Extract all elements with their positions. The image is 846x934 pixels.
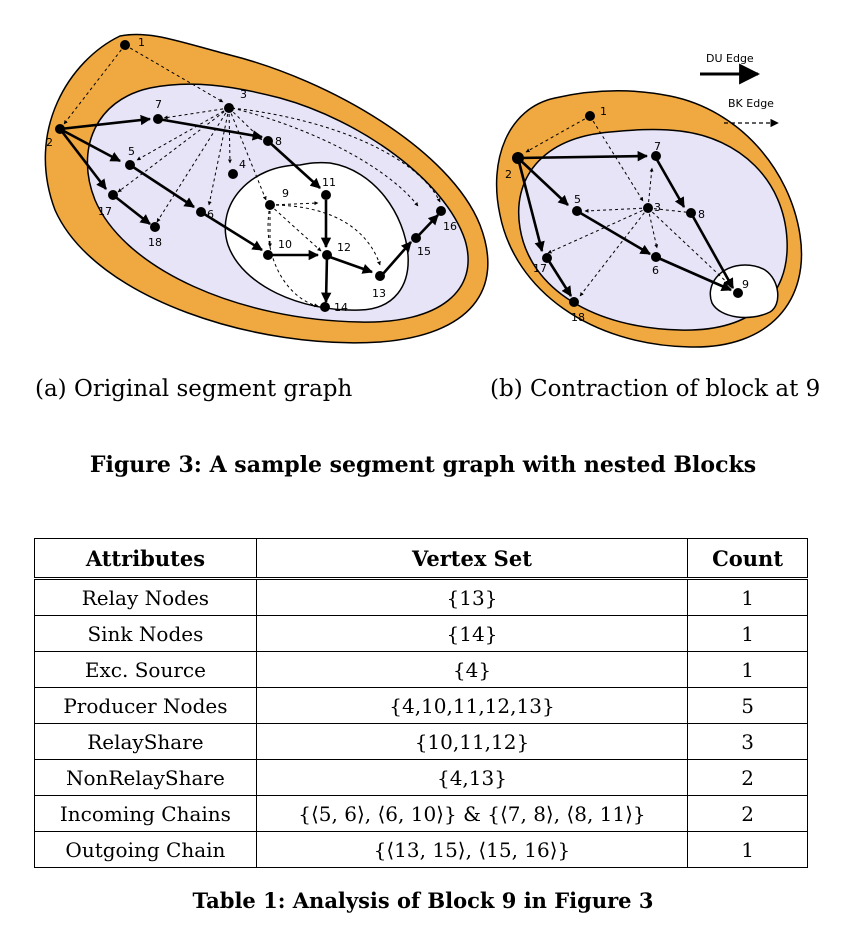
attribute-cell: Incoming Chains bbox=[34, 795, 257, 832]
node-label: 15 bbox=[417, 245, 431, 258]
count-cell: 1 bbox=[687, 615, 808, 652]
count-cell: 1 bbox=[687, 651, 808, 688]
attribute-cell: Producer Nodes bbox=[34, 687, 257, 724]
node-label: 7 bbox=[654, 140, 661, 153]
node-label: 6 bbox=[207, 208, 214, 221]
count-cell: 2 bbox=[687, 759, 808, 796]
table-row: Outgoing Chain {⟨13, 15⟩, ⟨15, 16⟩} 1 bbox=[34, 831, 808, 868]
count-cell: 1 bbox=[687, 578, 808, 616]
inner-block-b bbox=[709, 264, 779, 319]
node-label: 9 bbox=[742, 278, 749, 291]
vertex-set-cell: {⟨5, 6⟩, ⟨6, 10⟩} & {⟨7, 8⟩, ⟨8, 11⟩} bbox=[255, 795, 689, 832]
node-label: 13 bbox=[372, 287, 386, 300]
graph-a: 1 2 3 4 5 6 7 8 9 10 11 12 13 14 15 16 1… bbox=[44, 33, 489, 344]
node-label: 5 bbox=[128, 145, 135, 158]
node-label: 10 bbox=[278, 238, 292, 251]
attribute-cell: NonRelayShare bbox=[34, 759, 257, 796]
table-row: Producer Nodes {4,10,11,12,13} 5 bbox=[34, 687, 808, 724]
attribute-cell: Exc. Source bbox=[34, 651, 257, 688]
table-row: Exc. Source {4} 1 bbox=[34, 651, 808, 688]
table-row: RelayShare {10,11,12} 3 bbox=[34, 723, 808, 760]
node-label: 8 bbox=[698, 208, 705, 221]
count-cell: 5 bbox=[687, 687, 808, 724]
analysis-table: Attributes Vertex Set Count Relay Nodes … bbox=[34, 538, 808, 868]
legend-du-label: DU Edge bbox=[706, 52, 754, 65]
node-label: 6 bbox=[652, 264, 659, 277]
vertex-set-cell: {13} bbox=[255, 578, 689, 616]
node-label: 18 bbox=[571, 311, 585, 324]
attribute-cell: RelayShare bbox=[34, 723, 257, 760]
node-label: 3 bbox=[654, 201, 661, 214]
count-cell: 2 bbox=[687, 795, 808, 832]
table-row: Incoming Chains {⟨5, 6⟩, ⟨6, 10⟩} & {⟨7,… bbox=[34, 795, 808, 832]
node-label: 16 bbox=[443, 220, 457, 233]
node-label: 2 bbox=[505, 168, 512, 181]
node-label: 1 bbox=[138, 36, 145, 49]
node-label: 9 bbox=[282, 187, 289, 200]
figure-caption: Figure 3: A sample segment graph with ne… bbox=[89, 452, 757, 478]
node-label: 7 bbox=[155, 98, 162, 111]
subcaption-b: (b) Contraction of block at 9 bbox=[490, 376, 821, 402]
vertex-set-cell: {4} bbox=[255, 651, 689, 688]
header-attributes: Attributes bbox=[34, 538, 257, 580]
vertex-set-cell: {4,13} bbox=[255, 759, 689, 796]
table-row: NonRelayShare {4,13} 2 bbox=[34, 759, 808, 796]
node-label: 5 bbox=[574, 193, 581, 206]
table-caption: Table 1: Analysis of Block 9 in Figure 3 bbox=[192, 888, 654, 913]
vertex-set-cell: {14} bbox=[255, 615, 689, 652]
vertex-set-cell: {10,11,12} bbox=[255, 723, 689, 760]
header-vertex-set: Vertex Set bbox=[255, 538, 689, 580]
node-label: 3 bbox=[240, 88, 247, 101]
segment-graph-figure: 1 2 3 4 5 6 7 8 9 10 11 12 13 14 15 16 1… bbox=[44, 33, 803, 348]
table-row: Relay Nodes {13} 1 bbox=[34, 578, 808, 616]
node-label: 17 bbox=[533, 262, 547, 275]
node-label: 17 bbox=[98, 205, 112, 218]
node-label: 2 bbox=[46, 136, 53, 149]
legend-bk-label: BK Edge bbox=[728, 97, 774, 110]
node-label: 11 bbox=[322, 176, 336, 189]
count-cell: 1 bbox=[687, 831, 808, 868]
table-row: Sink Nodes {14} 1 bbox=[34, 615, 808, 652]
node-label: 1 bbox=[600, 105, 607, 118]
table-header-row: Attributes Vertex Set Count bbox=[34, 538, 808, 580]
graph-b: 1 2 3 5 6 7 8 9 17 18 bbox=[495, 90, 803, 348]
count-cell: 3 bbox=[687, 723, 808, 760]
node-label: 18 bbox=[148, 236, 162, 249]
attribute-cell: Sink Nodes bbox=[34, 615, 257, 652]
attribute-cell: Outgoing Chain bbox=[34, 831, 257, 868]
vertex-set-cell: {4,10,11,12,13} bbox=[255, 687, 689, 724]
node-label: 4 bbox=[239, 158, 246, 171]
node-label: 8 bbox=[275, 135, 282, 148]
header-count: Count bbox=[687, 538, 808, 580]
vertex-set-cell: {⟨13, 15⟩, ⟨15, 16⟩} bbox=[255, 831, 689, 868]
node-label: 14 bbox=[334, 301, 348, 314]
subcaption-a: (a) Original segment graph bbox=[35, 376, 353, 402]
node-label: 12 bbox=[337, 241, 351, 254]
edge-legend: DU Edge BK Edge bbox=[700, 52, 779, 128]
attribute-cell: Relay Nodes bbox=[34, 578, 257, 616]
